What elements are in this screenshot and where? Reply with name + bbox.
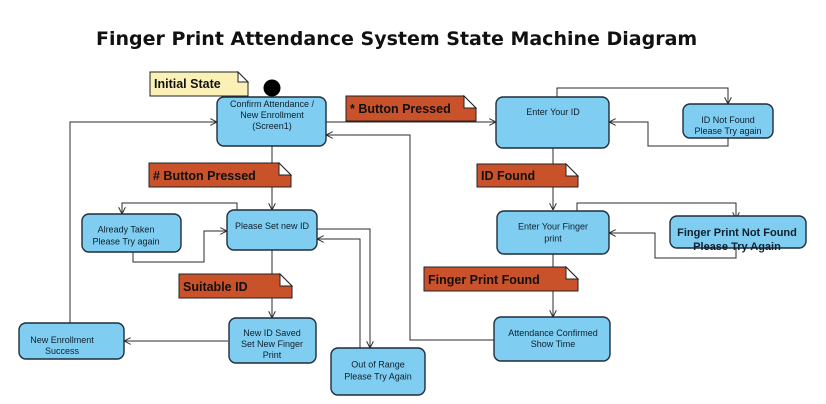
diagram-title: Finger Print Attendance System State Mac…: [96, 28, 698, 50]
state-label-line: Success: [45, 346, 80, 356]
edge-set-id-to-out-of-range: [317, 228, 370, 348]
state-label-line: ID Not Found: [701, 115, 755, 125]
edge-enroll-success-to-confirm: [69, 122, 217, 323]
edge-fp-not-found-to-enter-finger: [609, 233, 737, 259]
edge-already-taken-to-set-id: [132, 231, 227, 263]
initial-state-label: Initial State: [154, 77, 221, 91]
state-label-line: Show Time: [531, 339, 576, 349]
state-enter-your-finger-print: Enter Your Finger print: [496, 210, 610, 255]
state-label-line: Enter Your ID: [526, 107, 580, 117]
state-label-line: Confirm Attendance /: [230, 99, 315, 109]
svg-text:# Button Pressed: # Button Pressed: [153, 169, 256, 183]
state-enter-your-id: Enter Your ID: [495, 96, 610, 149]
edge-enter-finger-to-fp-not-found: [576, 202, 736, 219]
note-suitable-id: Suitable ID: [178, 272, 294, 299]
state-label-line: Out of Range: [351, 360, 405, 370]
svg-text:Finger Print Found: Finger Print Found: [428, 273, 540, 287]
state-label-line: Please Try again: [694, 126, 761, 136]
edge-enter-id-to-not-found: [556, 87, 728, 104]
state-label-line: Please Try again: [92, 237, 159, 247]
note-id-found: ID Found: [476, 162, 580, 188]
state-label-line: Print: [263, 350, 282, 360]
state-label-line: Set New Finger: [241, 339, 303, 349]
note-finger-print-found: Finger Print Found: [423, 265, 580, 292]
state-label-line: Please Set new ID: [235, 221, 310, 231]
edge-attendance-to-confirm: [326, 135, 494, 341]
state-label-line: Enter Your Finger: [518, 222, 588, 232]
svg-text:ID Found: ID Found: [481, 169, 535, 183]
state-label-line: Already Taken: [98, 225, 155, 235]
state-label-line: New Enrollment: [30, 335, 94, 345]
initial-state-note: Initial State: [149, 70, 250, 97]
state-label-line: Finger Print Not Found: [677, 227, 797, 239]
svg-text:Suitable ID: Suitable ID: [183, 280, 248, 294]
note-hash-button-pressed: # Button Pressed: [148, 161, 293, 188]
initial-state-dot: [263, 79, 281, 97]
state-please-set-new-id: Please Set new ID: [226, 209, 318, 251]
state-label-line: New Enrollment: [240, 110, 304, 120]
note-star-button-pressed: * Button Pressed: [345, 94, 478, 122]
state-label-line: Attendance Confirmed: [508, 328, 598, 338]
edge-set-id-to-already-taken: [122, 202, 238, 214]
initial-state: Initial State: [149, 70, 281, 97]
state-label-line: Please Try Again: [344, 372, 412, 382]
state-label-line: New ID Saved: [243, 328, 301, 338]
state-label-line: (Screen1): [252, 121, 292, 131]
edge-out-of-range-to-set-id: [317, 239, 361, 348]
state-confirm-attendance: Confirm Attendance /New Enrollment(Scree…: [216, 96, 327, 147]
state-label-line: Please Try Again: [693, 241, 781, 253]
edge-not-found-to-enter-id: [609, 122, 729, 147]
state-label-line: print: [544, 234, 562, 244]
svg-text:* Button Pressed: * Button Pressed: [350, 102, 451, 116]
